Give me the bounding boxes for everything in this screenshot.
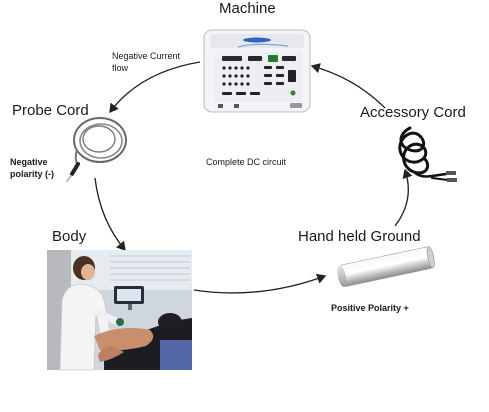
machine-device xyxy=(203,29,311,113)
arrow-body-to-ground xyxy=(193,273,327,294)
accessory-cord-label: Accessory Cord xyxy=(360,104,466,121)
arrow-accessory-to-machine xyxy=(310,63,386,109)
arrow-probe-to-body xyxy=(94,177,126,251)
probe-cord-image xyxy=(66,117,127,182)
hand-held-ground-label: Hand held Ground xyxy=(298,228,421,245)
probe-cord-label: Probe Cord xyxy=(12,102,89,119)
body-label: Body xyxy=(52,228,87,245)
negative-current-flow-label-line2: flow xyxy=(112,63,129,73)
positive-polarity-label: Positive Polarity + xyxy=(331,303,409,313)
body-photo xyxy=(47,250,192,371)
negative-current-flow-label-line1: Negative Current xyxy=(112,51,181,61)
negative-polarity-label-line1: Negative xyxy=(10,157,48,167)
accessory-cord-image xyxy=(398,126,457,182)
negative-polarity-label-line2: polarity (-) xyxy=(10,169,54,179)
complete-dc-circuit-label: Complete DC circuit xyxy=(206,157,287,167)
hand-held-ground-image xyxy=(337,246,435,287)
machine-label: Machine xyxy=(219,0,276,17)
circuit-arrows xyxy=(94,61,413,294)
arrow-ground-to-accessory xyxy=(394,168,413,227)
arrow-machine-to-probe xyxy=(109,61,201,114)
